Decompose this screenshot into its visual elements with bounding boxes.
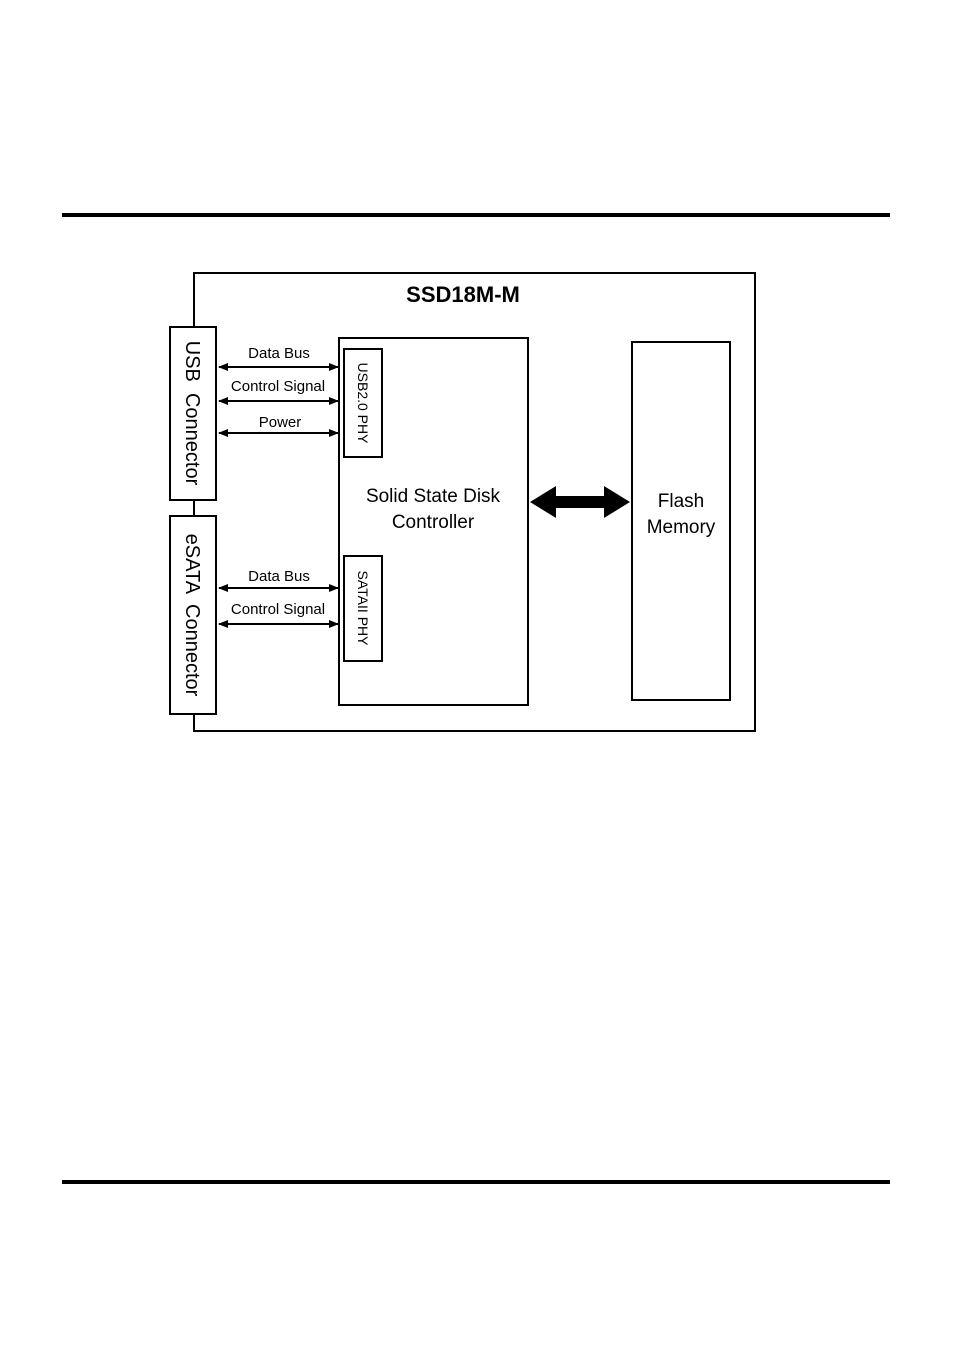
usb-connector-label: USB Connector bbox=[181, 341, 203, 486]
controller-label-line1: Solid State Disk bbox=[366, 486, 501, 507]
sata-phy-label: SATAII PHY bbox=[355, 571, 371, 647]
usb-control-signal-label: Control Signal bbox=[231, 378, 325, 395]
esata-connector-label: eSATA Connector bbox=[181, 534, 203, 697]
esata-data-bus-label: Data Bus bbox=[248, 568, 310, 585]
esata-control-signal-label: Control Signal bbox=[231, 601, 325, 618]
usb-phy-label: USB2.0 PHY bbox=[355, 363, 371, 445]
memory-label-line2: Memory bbox=[647, 517, 716, 538]
usb-data-bus-label: Data Bus bbox=[248, 345, 310, 362]
controller-label-line2: Controller bbox=[392, 512, 475, 533]
usb-power-label: Power bbox=[259, 414, 302, 431]
device-title: SSD18M-M bbox=[406, 282, 520, 307]
memory-label-line1: Flash bbox=[658, 491, 704, 512]
